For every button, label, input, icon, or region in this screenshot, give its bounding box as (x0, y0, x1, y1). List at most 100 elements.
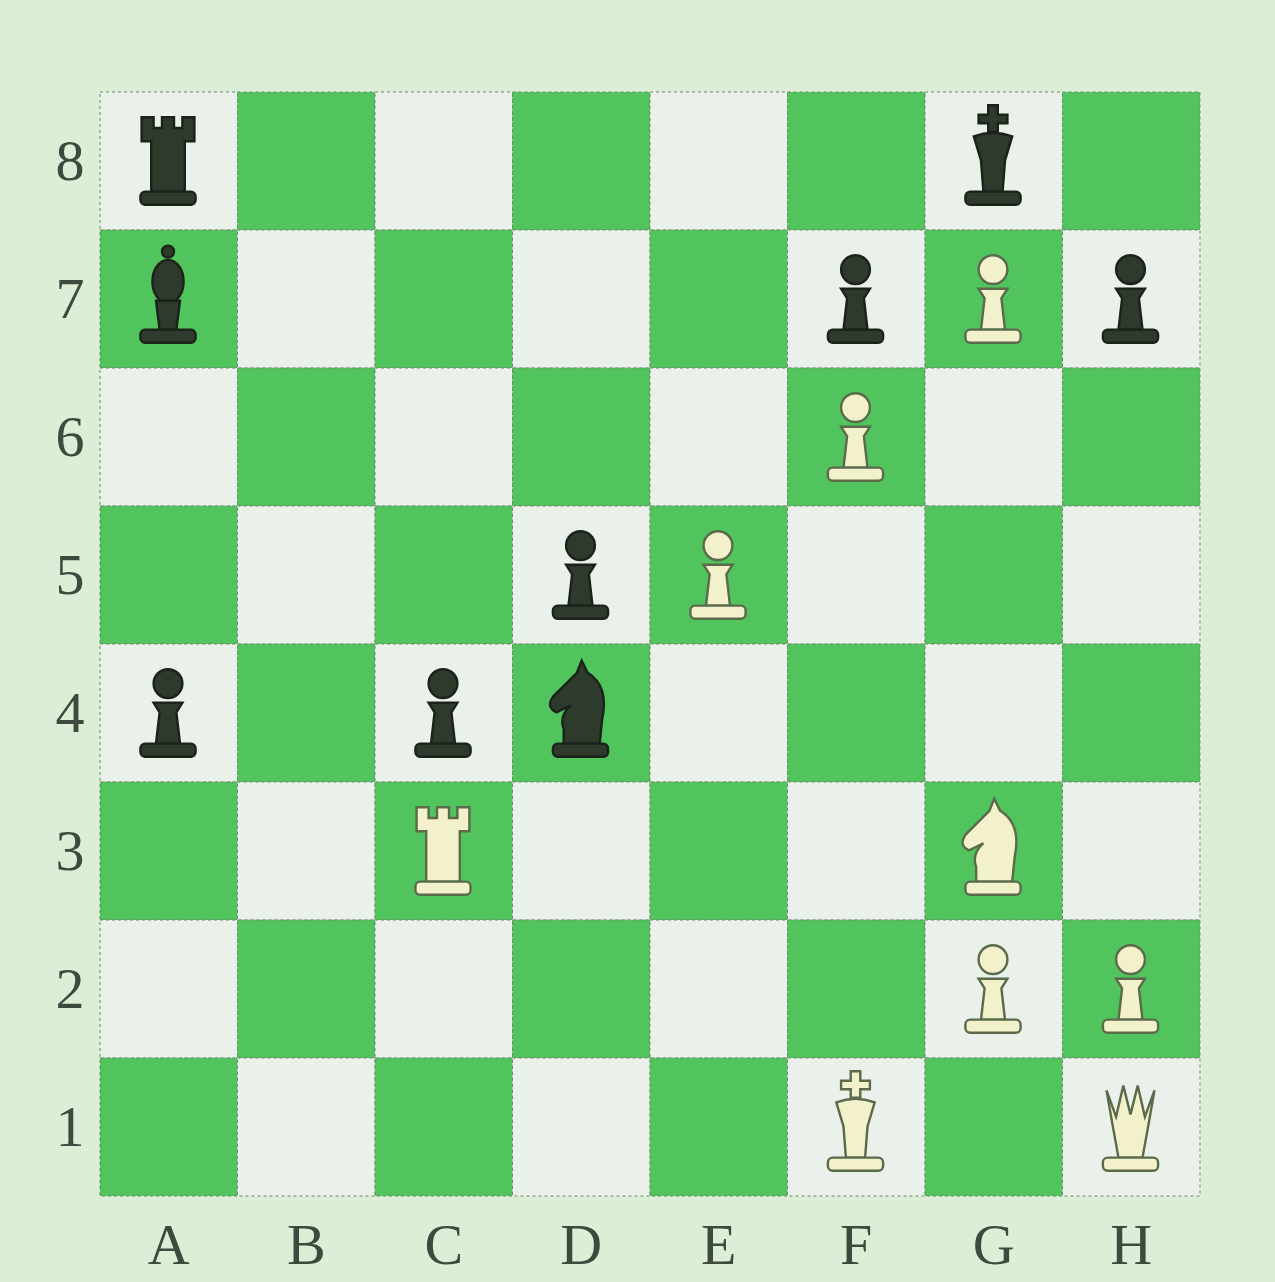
rook-piece (140, 117, 195, 205)
piece-part (154, 669, 183, 698)
piece-part (841, 289, 870, 330)
pawn-piece (965, 945, 1020, 1033)
board-square (650, 782, 788, 920)
board-square (925, 920, 1063, 1058)
piece-part (965, 192, 1020, 205)
board-square (788, 506, 926, 644)
piece-part (828, 330, 883, 343)
board-square (788, 644, 926, 782)
pawn-piece (415, 669, 470, 757)
piece-part (429, 669, 458, 698)
piece-part (553, 606, 608, 619)
board-square (513, 230, 651, 368)
bishop-piece (140, 246, 195, 343)
chess-pieces (140, 105, 1158, 1171)
board-square (650, 506, 788, 644)
pawn-piece (828, 255, 883, 343)
piece-part (979, 289, 1008, 330)
board-square (100, 506, 238, 644)
board-square (788, 920, 926, 1058)
board-square (238, 506, 376, 644)
piece-part (1116, 289, 1145, 330)
board-square (100, 230, 238, 368)
board-square (788, 92, 926, 230)
file-label: D (560, 1216, 602, 1274)
piece-part (965, 330, 1020, 343)
pawn-piece (553, 531, 608, 619)
piece-part (429, 703, 458, 744)
piece-part (1116, 945, 1145, 974)
board-square (238, 782, 376, 920)
file-label: H (1110, 1216, 1152, 1274)
piece-part (704, 531, 733, 560)
board-square (375, 368, 513, 506)
board-square (925, 230, 1063, 368)
piece-part (841, 427, 870, 468)
file-label: F (840, 1216, 872, 1274)
piece-part (550, 661, 604, 744)
piece-part (841, 1071, 870, 1097)
rank-label: 6 (56, 408, 85, 466)
piece-part (1103, 330, 1158, 343)
piece-part (979, 255, 1008, 284)
board-square (375, 92, 513, 230)
piece-part (965, 882, 1020, 895)
piece-part (704, 565, 733, 606)
board-square (513, 368, 651, 506)
board-square (238, 368, 376, 506)
pawn-piece (140, 669, 195, 757)
piece-part (690, 606, 745, 619)
board-square (650, 644, 788, 782)
rank-label: 8 (56, 132, 85, 190)
board-square (513, 1058, 651, 1196)
piece-part (553, 744, 608, 757)
board-square (788, 368, 926, 506)
king-piece (828, 1071, 883, 1171)
piece-part (963, 799, 1017, 882)
board-square (1063, 506, 1201, 644)
board-square (925, 644, 1063, 782)
rank-label: 1 (56, 1098, 85, 1156)
board-square (513, 920, 651, 1058)
rank-label: 7 (56, 270, 85, 328)
piece-part (417, 807, 470, 881)
board-square (100, 644, 238, 782)
file-label: A (148, 1216, 190, 1274)
board-square (375, 230, 513, 368)
board-square (375, 920, 513, 1058)
piece-part (979, 105, 1008, 131)
pawn-piece (1103, 255, 1158, 343)
board-square (238, 1058, 376, 1196)
board-square (100, 92, 238, 230)
board-square (925, 1058, 1063, 1196)
board-square (1063, 644, 1201, 782)
piece-part (566, 565, 595, 606)
board-square (925, 368, 1063, 506)
rank-label: 3 (56, 822, 85, 880)
board-square (650, 1058, 788, 1196)
board-square (1063, 920, 1201, 1058)
file-label: C (424, 1216, 463, 1274)
piece-part (415, 882, 470, 895)
piece-part (566, 531, 595, 560)
board-square (100, 782, 238, 920)
piece-part (140, 330, 195, 343)
board-square (238, 92, 376, 230)
board-squares (100, 92, 1200, 1196)
knight-piece (963, 799, 1021, 895)
piece-part (974, 133, 1012, 192)
piece-part (1116, 255, 1145, 284)
board-square (513, 506, 651, 644)
board-square (375, 506, 513, 644)
board-square (1063, 782, 1201, 920)
piece-part (1103, 1020, 1158, 1033)
rank-label: 5 (56, 546, 85, 604)
pawn-piece (690, 531, 745, 619)
board-square (375, 1058, 513, 1196)
board-square (100, 920, 238, 1058)
piece-part (415, 744, 470, 757)
piece-part (1103, 1158, 1158, 1171)
board-square (238, 920, 376, 1058)
pawn-piece (1103, 945, 1158, 1033)
